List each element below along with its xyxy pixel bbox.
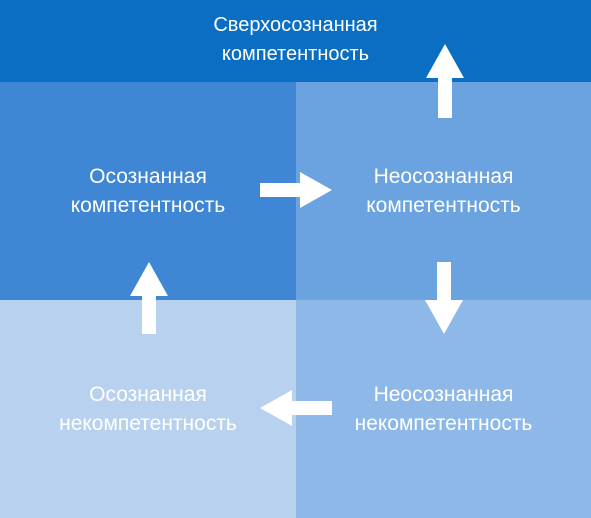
quadrant-label-line1: Неосознанная — [373, 382, 514, 406]
top-label-line2: компетентность — [221, 43, 370, 65]
quadrant-label-line2: компетентность — [366, 194, 521, 217]
quadrant-label-line2: компетентность — [70, 194, 226, 217]
quadrant-label-line1: Осознанная — [89, 382, 207, 406]
arrow-up-icon — [426, 44, 464, 118]
quadrant-label: Неосознанная некомпетентность — [355, 380, 533, 439]
arrow-up-icon — [130, 262, 168, 334]
quadrant-label-line1: Неосознанная — [373, 164, 514, 188]
quadrant-label: Осознанная некомпетентность — [59, 380, 237, 439]
top-label-line1: Сверхосознанная — [213, 14, 378, 36]
arrow-right-icon — [260, 172, 332, 208]
arrow-left-icon — [260, 390, 332, 426]
quadrant-unconscious-competence: Неосознанная компетентность — [296, 82, 591, 300]
arrow-down-icon — [425, 262, 463, 334]
top-band: Сверхосознанная компетентность — [0, 0, 591, 82]
quadrant-label: Осознанная компетентность — [71, 162, 226, 221]
quadrant-conscious-competence: Осознанная компетентность — [0, 82, 296, 300]
quadrant-conscious-incompetence: Осознанная некомпетентность — [0, 300, 296, 518]
quadrant-label-line2: некомпетентность — [59, 412, 237, 435]
unconscious-top-label: Сверхосознанная компетентность — [213, 11, 377, 69]
quadrant-unconscious-incompetence: Неосознанная некомпетентность — [296, 300, 591, 518]
quadrant-label-line2: некомпетентность — [354, 412, 533, 435]
quadrant-label-line1: Осознанная — [89, 164, 207, 188]
quadrant-label: Неосознанная компетентность — [366, 162, 521, 221]
